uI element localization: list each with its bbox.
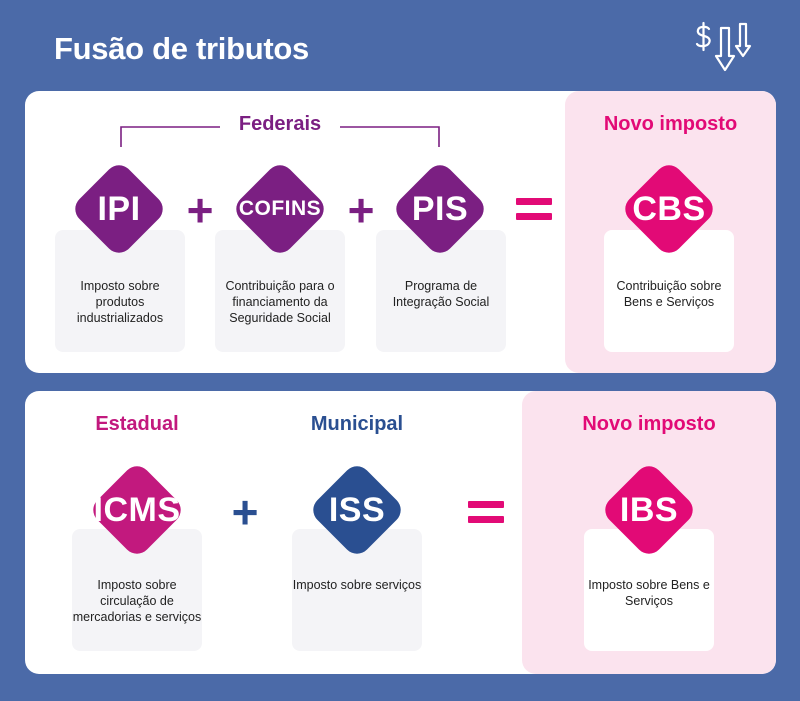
- novo-imposto-label: Novo imposto: [582, 413, 716, 435]
- page-title: Fusão de tributos: [54, 31, 309, 66]
- tax-code: PIS: [411, 189, 469, 228]
- estadual-label: Estadual: [95, 413, 179, 435]
- municipal-label: Municipal: [310, 413, 404, 435]
- equals-operator: [468, 501, 504, 523]
- tax-badge-ibs: IBS: [599, 460, 699, 560]
- tax-description: Imposto sobre produtos industrializados: [76, 279, 164, 325]
- equals-operator: [516, 198, 552, 220]
- novo-imposto-label: Novo imposto: [603, 113, 738, 135]
- tax-code: IBS: [619, 490, 679, 529]
- federal-bracket: [120, 126, 440, 147]
- plus-operator: +: [231, 486, 259, 538]
- tax-badge-iss: ISS: [307, 460, 407, 560]
- novo-imposto-zone: Novo imposto Contribuição sobre Bens e S…: [565, 91, 776, 373]
- federais-label: Federais: [238, 113, 322, 135]
- tax-description: Programa de Integração Social: [392, 279, 490, 309]
- tax-card-ipi: Imposto sobre produtos industrializados: [55, 230, 185, 352]
- tax-badge-pis: PIS: [390, 159, 490, 259]
- tax-badge-icms: ICMS: [87, 460, 187, 560]
- novo-imposto-zone: Novo imposto Imposto sobre Bens e Serviç…: [522, 391, 776, 674]
- tax-badge-cbs: CBS: [619, 159, 719, 259]
- estadual-municipal-panel: Novo imposto Imposto sobre Bens e Serviç…: [25, 391, 776, 674]
- plus-operator: +: [186, 184, 214, 236]
- tax-code: COFINS: [238, 197, 322, 220]
- tax-code: IPI: [97, 189, 141, 228]
- tax-code: ICMS: [93, 490, 181, 529]
- tax-code: ISS: [328, 490, 386, 529]
- federal-panel: Novo imposto Contribuição sobre Bens e S…: [25, 91, 776, 373]
- tax-description: Imposto sobre Bens e Serviços: [588, 578, 710, 608]
- dollar-arrows-down-icon: [695, 21, 752, 72]
- tax-description: Contribuição sobre Bens e Serviços: [616, 279, 722, 309]
- tax-code: CBS: [632, 189, 706, 228]
- tax-badge-ipi: IPI: [69, 159, 169, 259]
- plus-operator: +: [347, 184, 375, 236]
- tax-description: Imposto sobre circulação de mercadorias …: [72, 578, 202, 624]
- tax-description: Imposto sobre serviços: [292, 578, 422, 592]
- tax-card-cofins: Contribuição para o financiamento da Seg…: [215, 230, 345, 352]
- tax-badge-cofins: COFINS: [230, 159, 330, 259]
- tax-description: Contribuição para o financiamento da Seg…: [225, 279, 335, 325]
